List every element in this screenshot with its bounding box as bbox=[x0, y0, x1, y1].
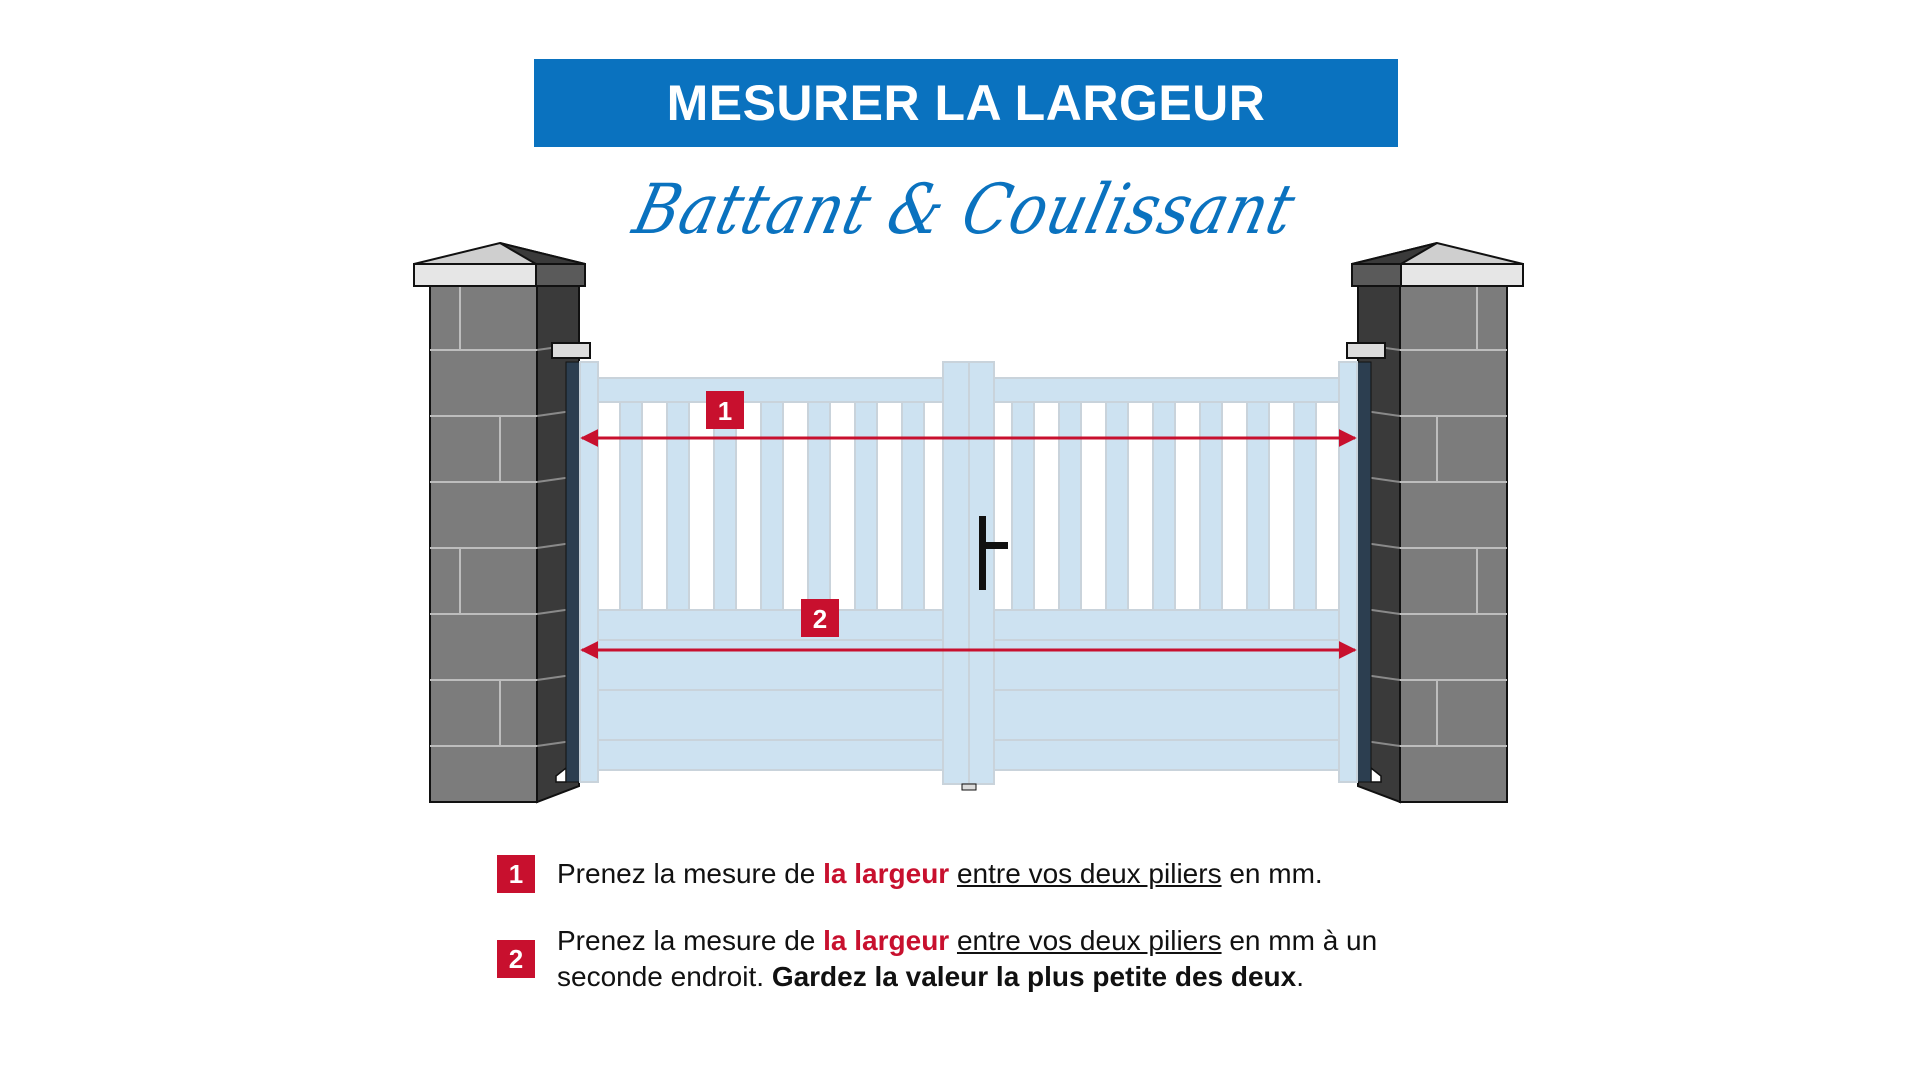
right-pillar bbox=[1346, 241, 1524, 804]
instruction-2: 2 Prenez la mesure de la largeur entre v… bbox=[497, 923, 1497, 995]
instruction-1: 1 Prenez la mesure de la largeur entre v… bbox=[497, 855, 1497, 893]
instruction-2-prefix: Prenez la mesure de bbox=[557, 925, 824, 956]
instruction-1-space bbox=[949, 858, 957, 889]
left-pillar bbox=[413, 241, 591, 804]
instruction-1-underlined: entre vos deux piliers bbox=[956, 858, 1222, 889]
measurement-1: 1 bbox=[580, 391, 1357, 447]
marker-1-label: 1 bbox=[718, 396, 732, 426]
page-title: MESURER LA LARGEUR bbox=[666, 75, 1266, 131]
measurement-2: 2 bbox=[580, 599, 1357, 659]
title-banner: MESURER LA LARGEUR bbox=[534, 59, 1398, 147]
instruction-1-text: Prenez la mesure de la largeur entre vos… bbox=[557, 856, 1323, 892]
gate-handle bbox=[979, 516, 986, 590]
instruction-1-badge: 1 bbox=[497, 855, 535, 893]
gate bbox=[579, 361, 1358, 791]
instruction-1-suffix: en mm. bbox=[1221, 858, 1323, 889]
instruction-2-space bbox=[949, 925, 957, 956]
instruction-2-underlined: entre vos deux piliers bbox=[956, 925, 1222, 956]
instruction-2-bold: Gardez la valeur la plus petite des deux bbox=[771, 961, 1297, 992]
instruction-2-highlight: la largeur bbox=[823, 925, 950, 956]
instruction-2-text: Prenez la mesure de la largeur entre vos… bbox=[557, 923, 1457, 995]
marker-2-label: 2 bbox=[813, 604, 827, 634]
instruction-1-prefix: Prenez la mesure de bbox=[557, 858, 824, 889]
instructions: 1 Prenez la mesure de la largeur entre v… bbox=[497, 855, 1497, 1025]
instruction-2-end: . bbox=[1296, 961, 1305, 992]
instruction-2-badge: 2 bbox=[497, 940, 535, 978]
instruction-2-suffix: en mm à un seconde endroit. bbox=[557, 925, 1378, 992]
instruction-1-highlight: la largeur bbox=[823, 858, 950, 889]
marker-2-badge bbox=[801, 599, 839, 637]
marker-1-badge bbox=[706, 391, 744, 429]
